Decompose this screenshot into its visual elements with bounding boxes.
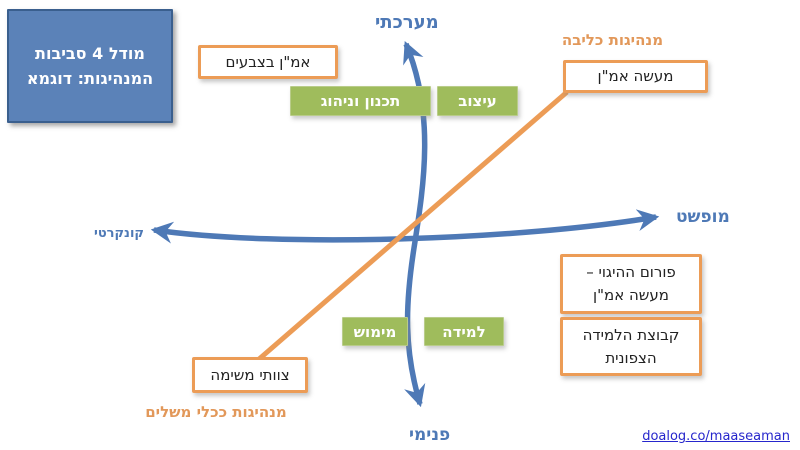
green-box-implementation-label: מימוש [353,322,397,341]
axis-label-abstract: מופשט [676,207,730,227]
box-maase-aman: מעשה אמ"ן [563,60,708,93]
green-box-planning-steering: תכנון וניהוג [290,86,431,116]
label-leadership-complementary-tool: מנהיגות ככלי משלים [145,403,287,421]
box-steering-forum-line2: מעשה אמ"ן [593,286,669,304]
model-title-line1: מודל 4 סביבות [35,44,145,63]
box-steering-forum: פורום ההיגוי – מעשה אמ"ן [560,254,702,314]
box-northern-learning-group: קבוצת הלמידה הצפונית [560,317,702,376]
box-northern-learning-group-line2: הצפונית [605,348,657,367]
box-mission-teams-label: צוותי משימה [210,365,290,384]
green-box-design-label: עיצוב [458,92,497,110]
box-steering-forum-line1: פורום ההיגוי – [586,263,676,281]
green-box-implementation: מימוש [342,317,408,346]
green-box-learning: למידה [424,317,504,346]
green-box-planning-steering-label: תכנון וניהוג [320,92,401,110]
box-maase-aman-label: מעשה אמ"ן [597,67,674,85]
axis-label-concrete: קונקרטי [94,226,144,241]
box-aman-in-colors-label: אמ"ן בצבעים [225,52,311,71]
box-aman-in-colors: אמ"ן בצבעים [198,45,338,79]
green-box-design: עיצוב [437,86,518,116]
diagonal-orange-line [256,90,569,362]
box-mission-teams: צוותי משימה [192,357,308,393]
box-northern-learning-group-line1: קבוצת הלמידה [582,325,680,344]
model-title-box: מודל 4 סביבות המנהיגות: דוגמא [7,9,173,123]
horizontal-axis-arrow [150,209,660,244]
model-title-line2: המנהיגות: דוגמא [26,69,154,88]
label-leadership-as-core: מנהיגות כליבה [561,31,664,49]
green-box-learning-label: למידה [442,322,486,341]
footer-link[interactable]: doalog.co/maaseaman [642,429,790,444]
axis-label-systemic: מערכתי [375,12,439,33]
axis-label-internal: פנימי [409,425,451,445]
